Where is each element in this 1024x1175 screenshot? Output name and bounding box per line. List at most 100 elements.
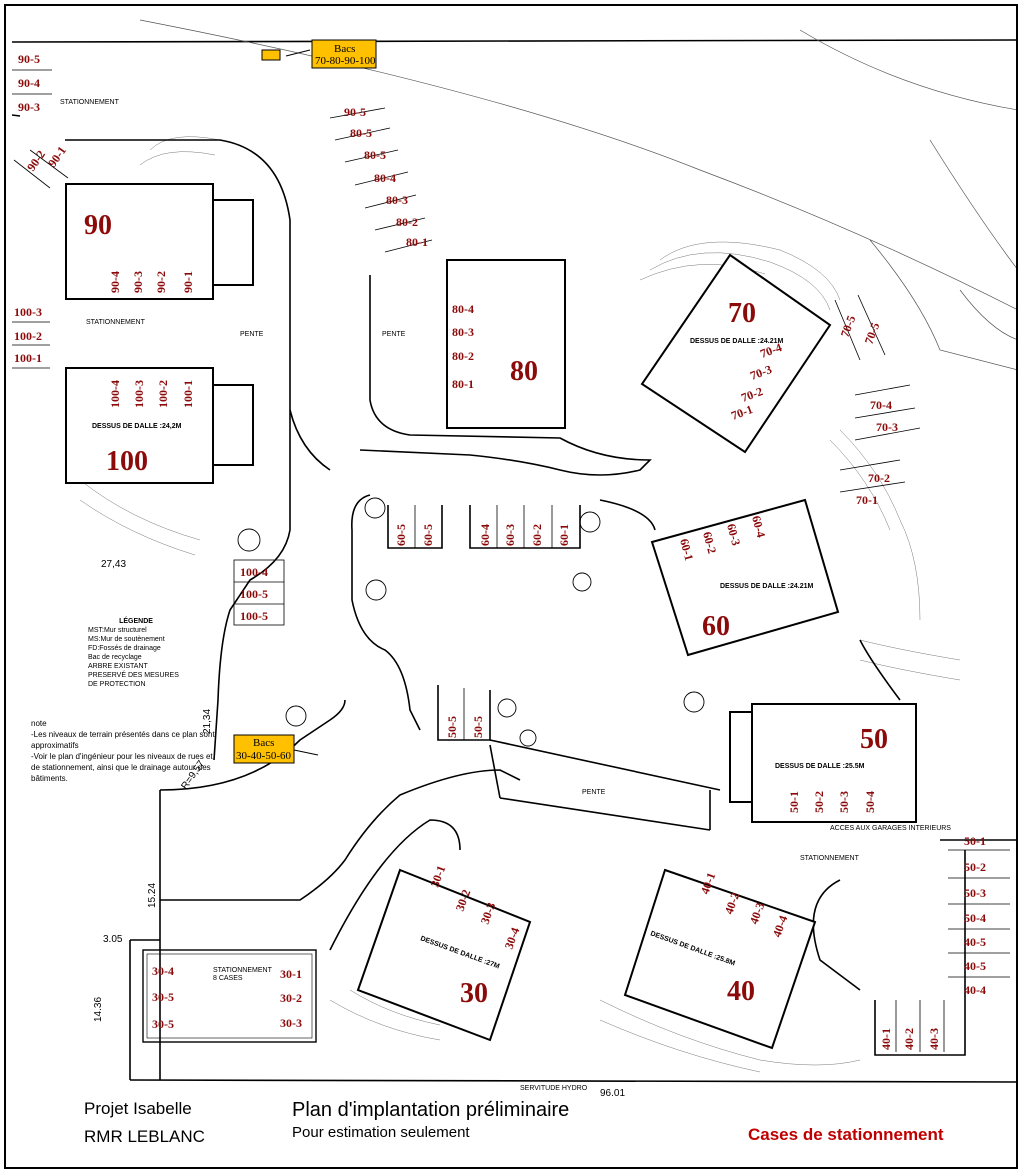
slot-40-4-a: 40-4	[964, 983, 986, 997]
building-100-dalle: DESSUS DE DALLE :24,2M	[92, 423, 182, 430]
parking-b70-side: 70-5 70-5	[834, 294, 886, 361]
trees	[237, 497, 705, 747]
cases-title: Cases de stationnement	[748, 1125, 944, 1144]
tree-icon	[683, 691, 705, 713]
parking-bottom-40: 40-1 40-2 40-3	[879, 1000, 945, 1052]
slot-90-4: 90-4	[108, 271, 122, 293]
parking-center-60: 60-5 60-5 60-4 60-3 60-2 60-1	[387, 505, 581, 549]
lot-30-cases: 8 CASES	[213, 975, 243, 982]
slot-50-3-a: 50-3	[964, 886, 986, 900]
label-servitude: SERVITUDE HYDRO	[520, 1085, 588, 1092]
parking-top-80: 90-5 80-5 80-5 80-4 80-3 80-2 80-1	[329, 105, 433, 253]
bac-70-80-90-100: Bacs 70-80-90-100	[261, 39, 377, 69]
building-60-number: 60	[702, 611, 730, 642]
pente-label: PENTE	[382, 331, 406, 338]
slot-90-1: 90-1	[181, 271, 195, 293]
dim-27-43: 27,43	[101, 559, 126, 570]
slot-100-4-a: 100-4	[240, 565, 268, 579]
label-stationnement-3: STATIONNEMENT	[60, 99, 120, 106]
slot-80-3-a: 80-3	[386, 193, 408, 207]
slot-90-3-a: 90-3	[18, 100, 40, 114]
slot-90-5-b: 90-5	[344, 105, 366, 119]
building-70-dalle: DESSUS DE DALLE :24.21M	[690, 338, 784, 345]
building-50-number: 50	[860, 724, 888, 755]
bac-2-label2: 30-40-50-60	[236, 750, 291, 762]
bac-1-label2: 70-80-90-100	[315, 55, 376, 67]
dim-96-01: 96.01	[600, 1088, 625, 1099]
building-100: 100-4 100-3 100-2 100-1 DESSUS DE DALLE …	[65, 367, 254, 484]
slot-40-3-a: 40-3	[927, 1028, 941, 1050]
parking-right-50-40: 50-1 50-2 50-3 50-4 40-5 40-5 40-4	[948, 834, 1010, 997]
slot-30-5-b: 30-5	[152, 1017, 174, 1031]
slot-30-1-a: 30-1	[280, 967, 302, 981]
building-30-number: 30	[460, 978, 488, 1009]
note-line: -Voir le plan d'ingénieur pour les nivea…	[31, 752, 213, 783]
building-100-number: 100	[106, 446, 148, 477]
slot-30-2-a: 30-2	[280, 991, 302, 1005]
contour-lines	[79, 136, 961, 1073]
dim-14-36: 14.36	[93, 997, 104, 1022]
slot-70-2-a: 70-2	[868, 471, 890, 485]
plan-labels: ACCES AUX GARAGES INTERIEURS PENTE PENTE…	[60, 99, 951, 1092]
building-50: 50 DESSUS DE DALLE :25.5M 50-1 50-2 50-3…	[729, 703, 917, 823]
building-60: DESSUS DE DALLE :24.21M 60 60-1 60-2 60-…	[650, 498, 840, 657]
slot-70-1-a: 70-1	[856, 493, 878, 507]
slot-90-2: 90-2	[154, 271, 168, 293]
label-acces: ACCES AUX GARAGES INTERIEURS	[830, 825, 951, 832]
slot-50-5-b: 50-5	[471, 716, 485, 738]
slot-80-4: 80-4	[452, 302, 474, 316]
slot-80-4-a: 80-4	[374, 171, 396, 185]
note-title: note	[31, 719, 47, 728]
slot-50-3: 50-3	[837, 791, 851, 813]
slot-60-3: 60-3	[724, 522, 743, 547]
slot-70-3-a: 70-3	[876, 420, 898, 434]
dim-3-05: 3.05	[103, 934, 123, 945]
slot-30-5-a: 30-5	[152, 990, 174, 1004]
building-30: DESSUS DE DALLE :27M 30 30-1 30-2 30-3 3…	[356, 864, 532, 1042]
legend-item: FD:Fossés de drainage	[88, 645, 161, 652]
slot-70-4-a: 70-4	[870, 398, 892, 412]
slot-80-5-a: 80-5	[350, 126, 372, 140]
slot-90-1-a: 90-1	[45, 144, 69, 170]
slot-80-5-b: 80-5	[364, 148, 386, 162]
slot-100-1: 100-1	[181, 380, 195, 408]
legend: LÉGENDE MST:Mur structurel MS:Mur de sou…	[88, 617, 184, 689]
slot-100-3: 100-3	[132, 380, 146, 408]
slot-100-3-a: 100-3	[14, 305, 42, 319]
note-block: note -Les niveaux de terrain présentés d…	[31, 718, 216, 784]
slot-60-3-a: 60-3	[503, 524, 517, 546]
slot-80-3: 80-3	[452, 325, 474, 339]
label-pente: PENTE	[582, 789, 606, 796]
slot-60-5-b: 60-5	[421, 524, 435, 546]
building-80: 80-4 80-3 80-2 80-1 80 PENTE	[382, 259, 566, 429]
plan-title: Plan d'implantation préliminaire	[292, 1099, 570, 1121]
slot-50-4: 50-4	[863, 791, 877, 813]
building-80-number: 80	[510, 356, 538, 387]
building-70-number: 70	[728, 298, 756, 329]
slot-90-2-a: 90-2	[24, 148, 48, 174]
slot-50-5-a: 50-5	[445, 716, 459, 738]
slot-60-2: 60-2	[700, 530, 719, 555]
slot-100-5-a: 100-5	[240, 587, 268, 601]
slot-70-5-a: 70-5	[838, 314, 859, 339]
building-50-dalle: DESSUS DE DALLE :25.5M	[775, 763, 865, 770]
label-stationnement: STATIONNEMENT	[800, 855, 860, 862]
legend-item: Bac de recyclage	[88, 654, 142, 661]
label-pente-2: PENTE	[240, 331, 264, 338]
plan-subtitle: Pour estimation seulement	[292, 1124, 470, 1141]
parking-diag-90: 90-2 90-1	[13, 144, 69, 189]
legend-item: MST:Mur structurel	[88, 627, 147, 634]
dim-15-24: 15.24	[147, 883, 158, 908]
bac-1-label1: Bacs	[334, 43, 355, 55]
parking-mid-100: 100-4 100-5 100-5	[233, 559, 285, 626]
slot-50-2: 50-2	[812, 791, 826, 813]
slot-100-1-a: 100-1	[14, 351, 42, 365]
slot-30-1: 30-1	[428, 864, 449, 889]
slot-60-4-a: 60-4	[478, 524, 492, 546]
slot-100-2: 100-2	[156, 380, 170, 408]
bac-30-40-50-60: Bacs 30-40-50-60	[233, 734, 319, 764]
legend-title: LÉGENDE	[119, 618, 153, 625]
slot-30-4-a: 30-4	[152, 964, 174, 978]
bac-2-label1: Bacs	[253, 737, 274, 749]
